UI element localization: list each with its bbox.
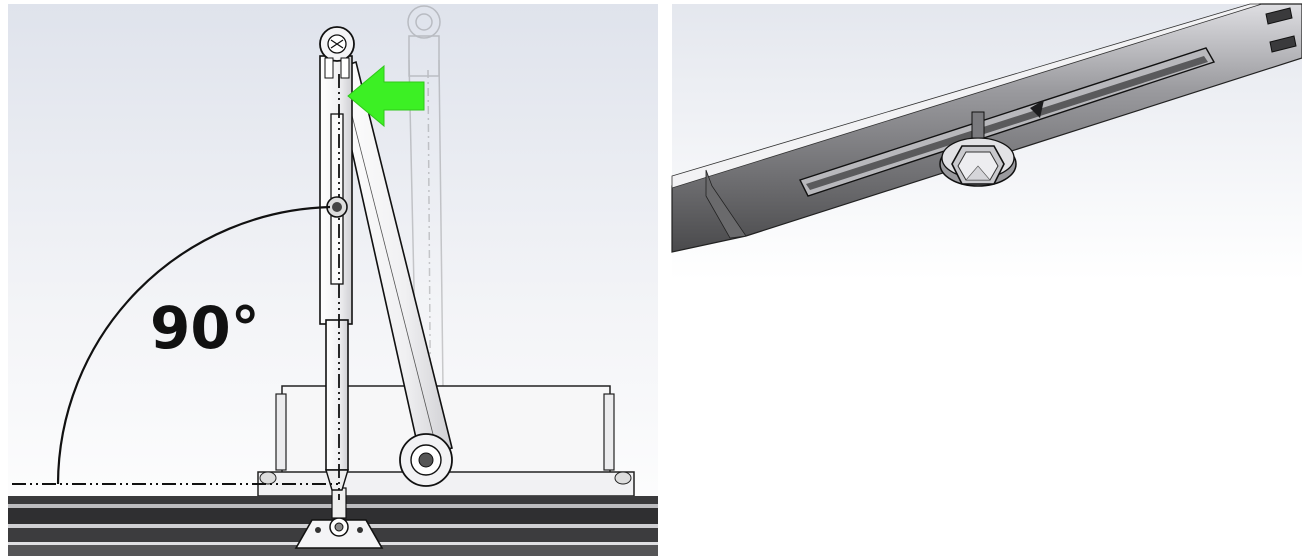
right-panel: [671, 3, 1302, 280]
main-arm: [333, 60, 453, 487]
end-holes: [1265, 7, 1297, 53]
angle-indicator: 90°: [12, 205, 340, 485]
left-panel: 90°: [8, 4, 658, 556]
arm-bracket: [294, 487, 384, 549]
green-arrow-icon: [347, 64, 425, 128]
adjustable-arm: [319, 26, 355, 500]
hex-bolt-icon: [939, 111, 1017, 187]
angle-label: 90°: [150, 294, 260, 362]
